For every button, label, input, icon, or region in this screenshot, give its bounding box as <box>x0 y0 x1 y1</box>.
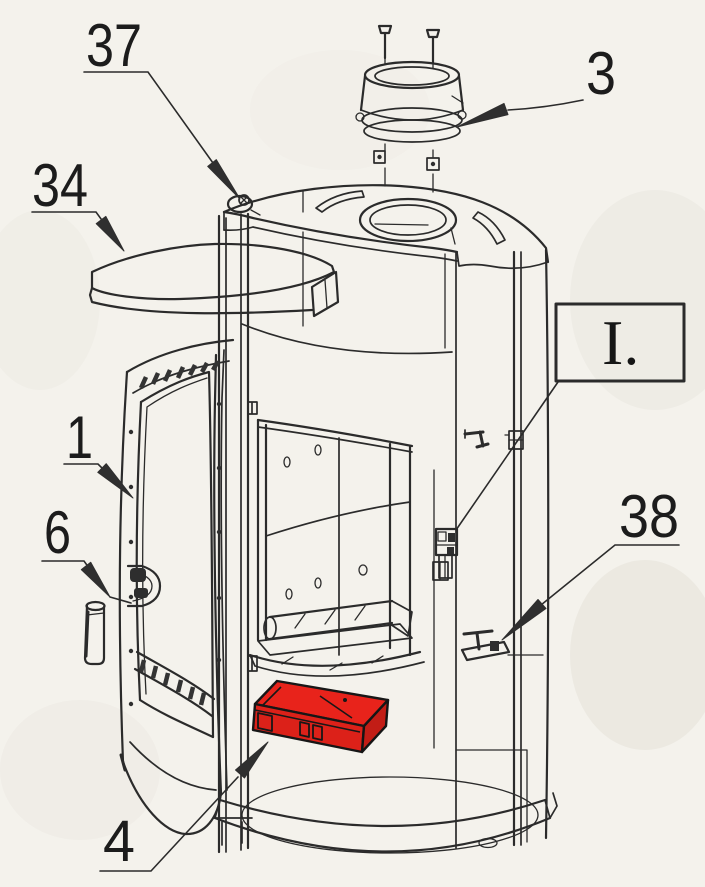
callout-3-label: 3 <box>586 40 616 107</box>
callout-4-label: 4 <box>103 809 135 874</box>
ash-drawer-highlighted <box>251 679 390 754</box>
callout-37-leader <box>83 71 229 185</box>
door-latch-keeper <box>434 527 459 579</box>
callout-1: 1 <box>63 404 134 499</box>
hinge-pin <box>226 194 261 216</box>
door-top-vent-slots <box>138 359 220 389</box>
callout-3-arrowhead <box>456 102 509 128</box>
callout-37: 37 <box>83 12 241 200</box>
door-latch-boss <box>126 564 162 608</box>
callout-38-label: 38 <box>619 483 679 550</box>
callout-6-arrowhead <box>80 561 111 598</box>
callout-6-leader-tail <box>109 596 132 604</box>
stove-base <box>213 776 558 854</box>
callout-34-label: 34 <box>32 152 88 219</box>
collar-nuts <box>373 150 440 171</box>
callout-1-arrowhead <box>97 463 134 499</box>
detail-label: I. <box>602 307 639 378</box>
callout-4-arrowhead <box>235 741 269 779</box>
callout-38-arrowhead <box>501 599 547 641</box>
detail-marker-I: I. <box>455 302 686 531</box>
air-lever-hook <box>463 429 490 449</box>
callout-38: 38 <box>501 483 680 641</box>
callout-6: 6 <box>41 499 132 604</box>
callout-37-arrowhead <box>207 159 241 200</box>
callout-37-label: 37 <box>86 12 142 79</box>
firebox-holes <box>283 444 368 600</box>
callout-34: 34 <box>31 152 125 252</box>
detail-leader <box>455 381 559 531</box>
callout-34-arrowhead <box>95 215 125 252</box>
firebox-interior <box>248 418 425 677</box>
door-glass <box>135 370 215 739</box>
paper-mottling <box>0 50 705 840</box>
flue-collar <box>355 24 467 193</box>
bracket-38 <box>460 629 511 662</box>
top-shelf <box>88 242 340 318</box>
callout-1-label: 1 <box>66 404 93 471</box>
callout-6-label: 6 <box>44 499 71 566</box>
callout-3: 3 <box>456 40 616 128</box>
door-frame-bolts <box>128 401 222 707</box>
door-handle-grip <box>83 600 106 666</box>
collar-screws <box>377 24 441 193</box>
callout-4: 4 <box>99 741 269 874</box>
callout-3-leader <box>507 99 584 111</box>
detail-box <box>554 302 686 383</box>
door-lower-rail <box>119 650 217 791</box>
edge-clip <box>504 430 524 450</box>
stove-door <box>83 338 235 836</box>
callout-4-leader <box>99 776 239 872</box>
callout-38-leader <box>540 544 680 606</box>
